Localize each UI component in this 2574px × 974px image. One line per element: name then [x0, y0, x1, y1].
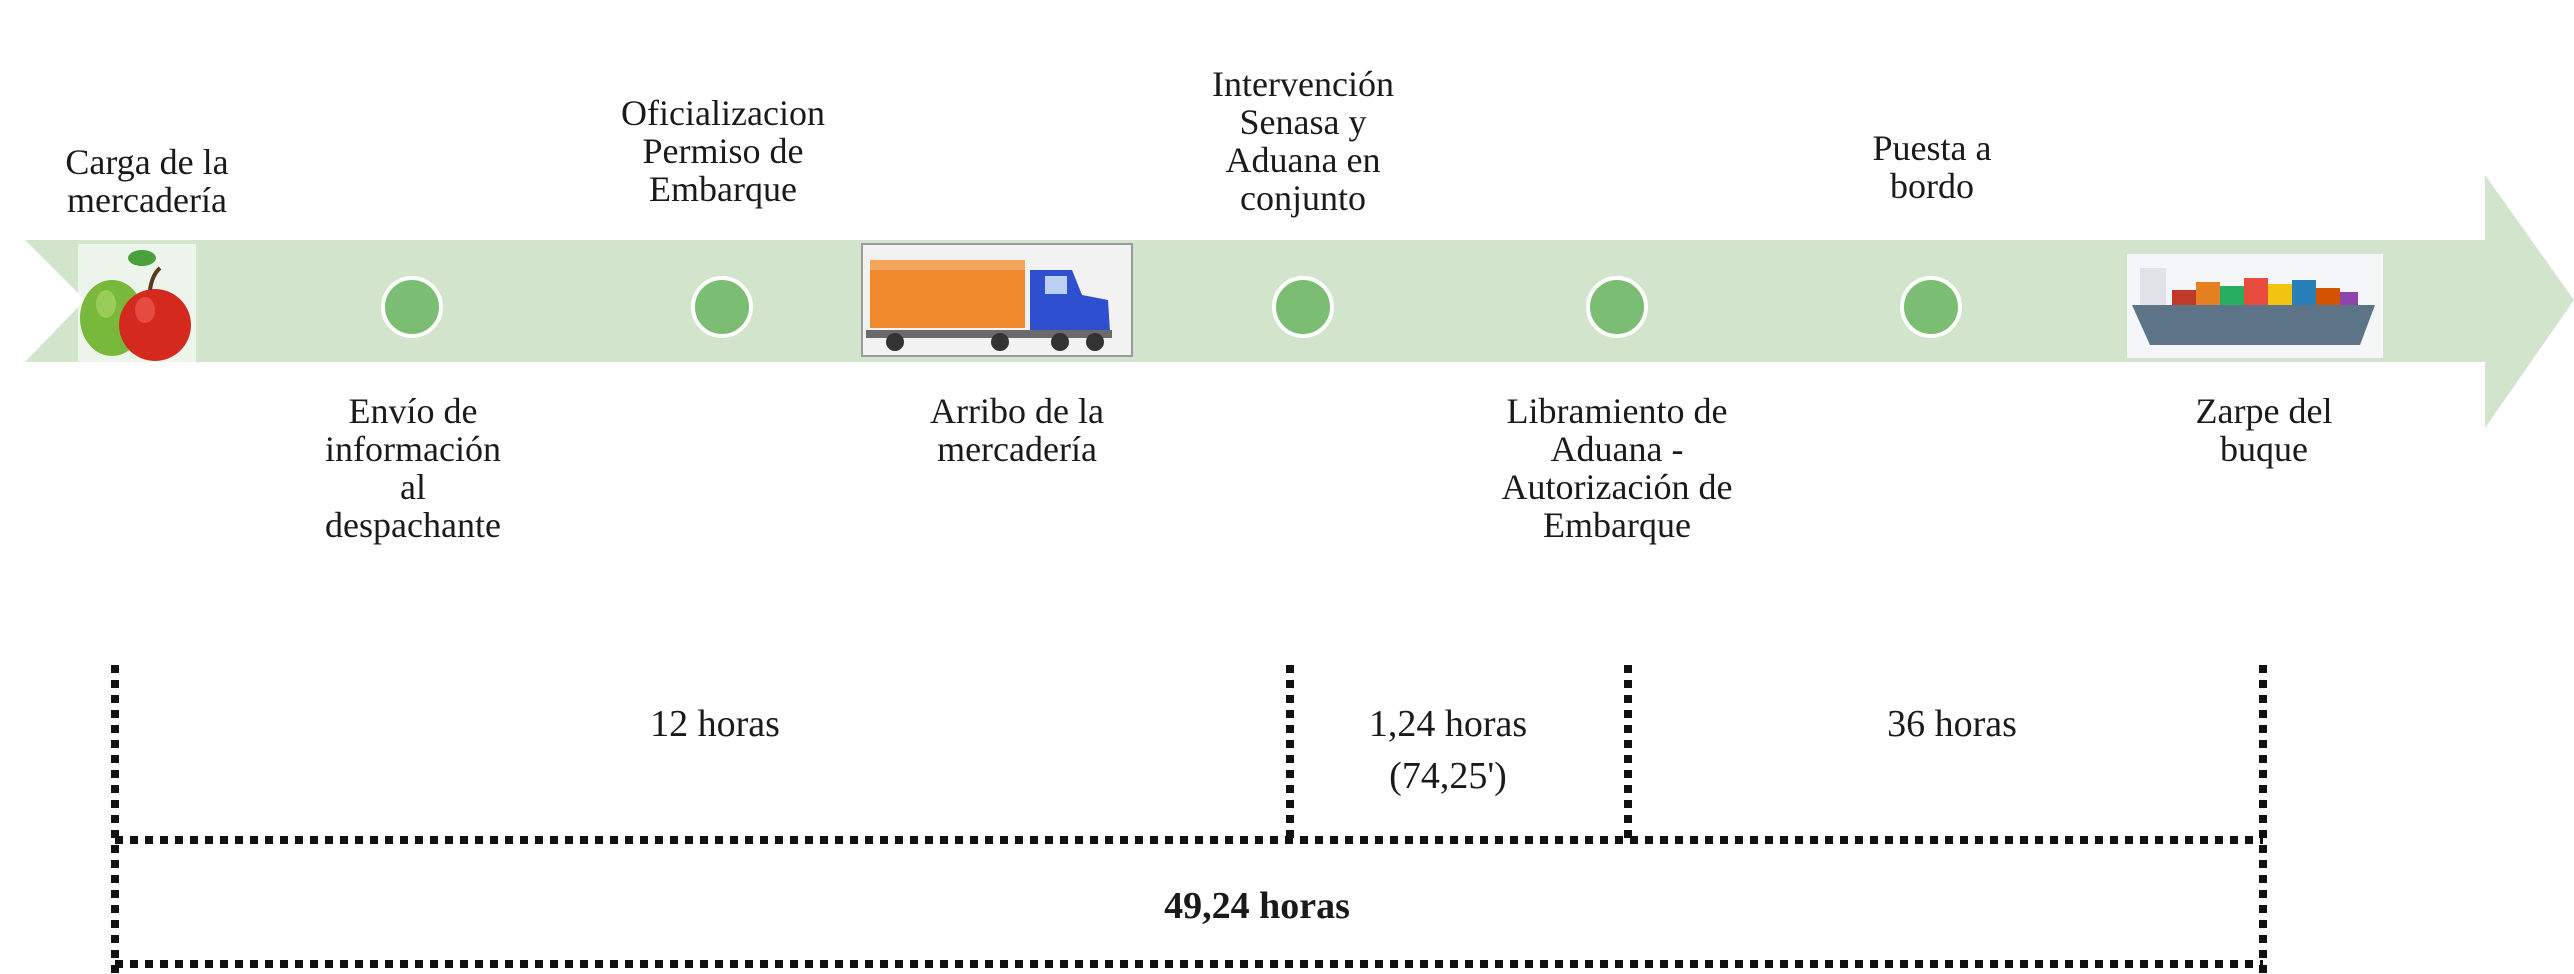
milestone-dot-intervencion	[1272, 276, 1334, 338]
event-label-arribo: Arribo de la mercadería	[930, 391, 1104, 469]
event-label-zarpe: Zarpe del buque	[2195, 391, 2333, 469]
fruit-icon	[78, 244, 196, 362]
truck-icon	[861, 243, 1133, 357]
event-label-carga: Carga de la mercadería	[65, 142, 229, 220]
event-label-intervencion: Intervención Senasa y Aduana en conjunto	[1212, 64, 1394, 218]
duration-brackets	[111, 665, 2267, 974]
duration-segment-1: 12 horas	[650, 703, 780, 745]
ship-icon	[2127, 254, 2383, 358]
milestone-dot-oficializacion	[691, 276, 753, 338]
event-label-envio: Envío de información al despachante	[325, 391, 501, 545]
milestone-dot-libramiento	[1586, 276, 1648, 338]
event-label-libramiento: Libramiento de Aduana - Autorización de …	[1501, 391, 1733, 545]
milestone-dot-puesta-a-bordo	[1900, 276, 1962, 338]
milestone-dot-envio	[381, 276, 443, 338]
duration-total: 49,24 horas	[1164, 885, 1350, 927]
event-label-oficializacion: Oficializacion Permiso de Embarque	[621, 93, 825, 209]
event-label-puesta-a-bordo: Puesta a bordo	[1872, 128, 1992, 206]
duration-segment-2: 1,24 horas (74,25')	[1368, 703, 1528, 797]
duration-segment-3: 36 horas	[1887, 703, 2017, 745]
